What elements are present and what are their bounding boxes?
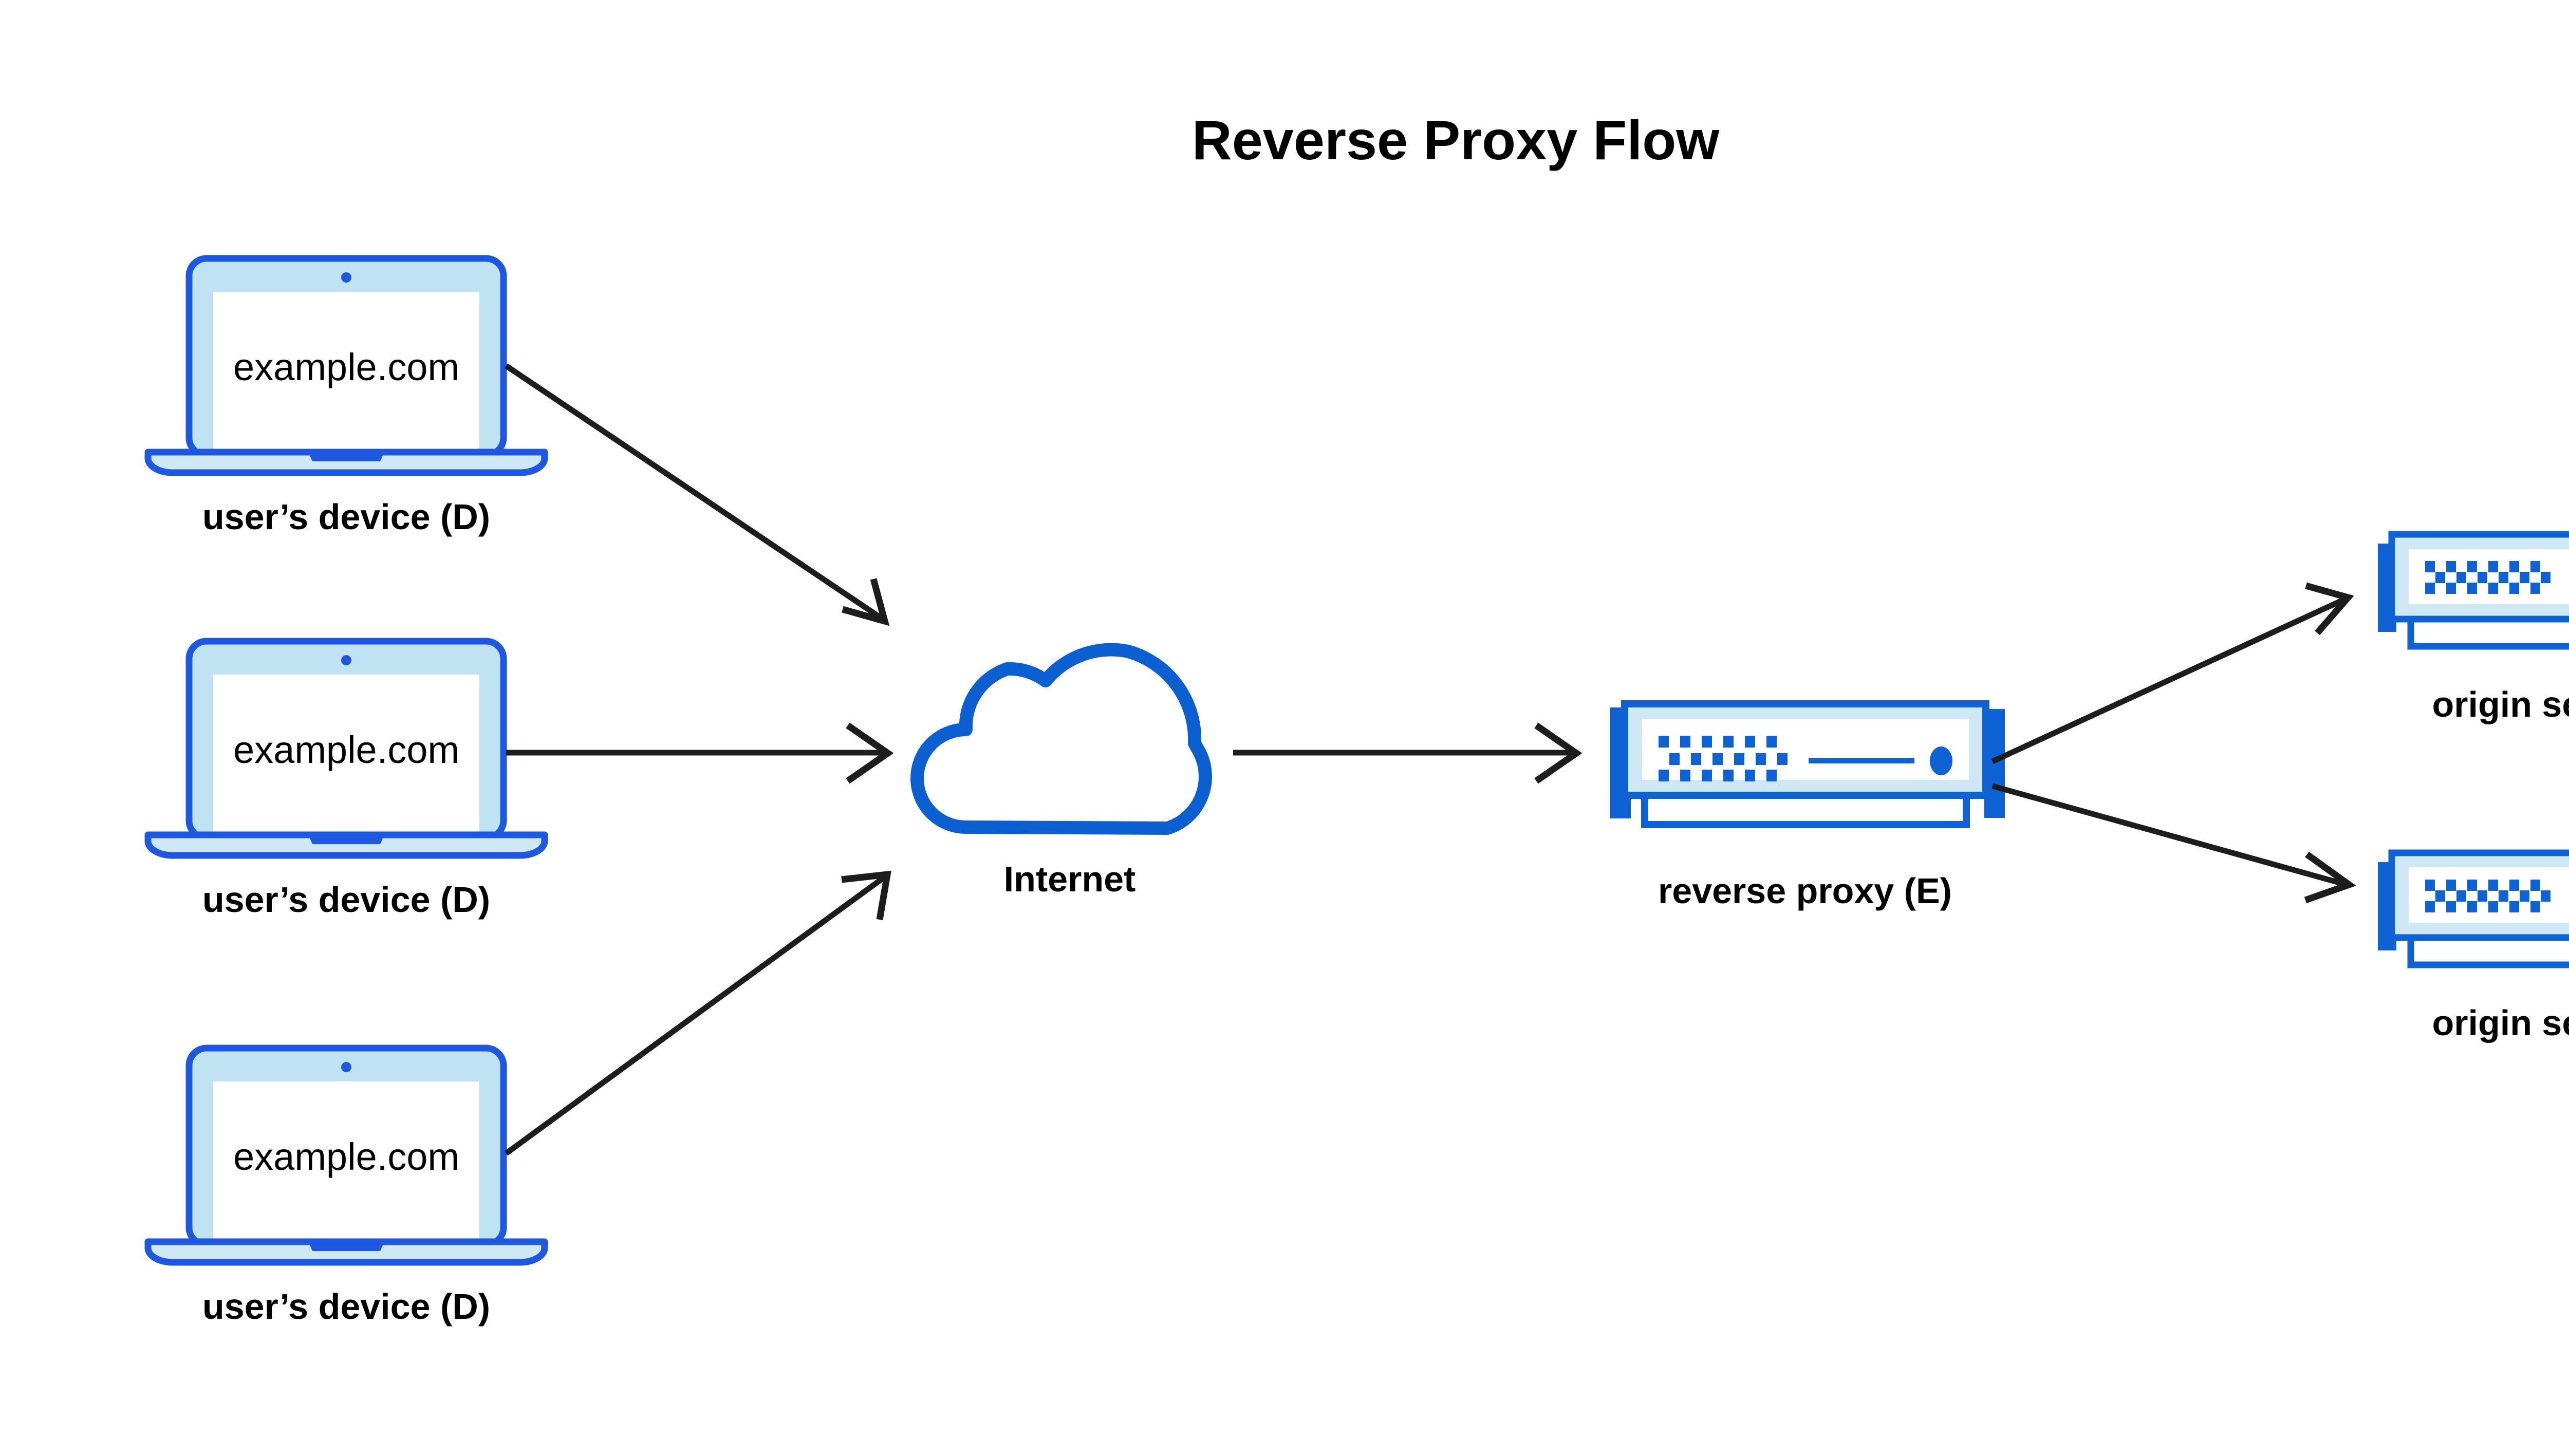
laptop-screen xyxy=(213,292,479,452)
laptop-base xyxy=(144,449,548,476)
server-shelf xyxy=(2407,938,2569,968)
cloud-shape-icon xyxy=(910,643,1212,835)
server-vent-grid-icon xyxy=(1659,736,1788,781)
server-label-origin-top: origin server (F) xyxy=(2432,684,2569,724)
server-status-led-icon xyxy=(1930,746,1952,775)
laptop-device-bottom[interactable]: example.com user’s device (D) xyxy=(144,1044,548,1327)
edge-internet-to-reverse-proxy xyxy=(1233,722,1583,784)
laptop-device-top[interactable]: example.com user’s device (D) xyxy=(144,255,548,537)
server-vent-grid-icon xyxy=(2425,561,2551,594)
laptop-screen-url: example.com xyxy=(233,729,459,771)
server-vent-grid-icon xyxy=(2425,880,2551,912)
cloud-internet[interactable]: Internet xyxy=(910,643,1212,899)
edge-device-middle-to-internet xyxy=(506,722,894,784)
server-shelf xyxy=(2407,619,2569,650)
server-reverse-proxy[interactable]: reverse proxy (E) xyxy=(1610,700,2005,911)
laptop-camera-icon xyxy=(341,1062,351,1072)
laptop-trackpad-notch xyxy=(308,452,384,461)
laptop-label-middle: user’s device (D) xyxy=(202,880,490,920)
diagram-title: Reverse Proxy Flow xyxy=(1192,109,1720,171)
server-origin-top[interactable]: origin server (F) xyxy=(2378,531,2569,724)
cloud-label: Internet xyxy=(1004,859,1136,899)
laptop-base xyxy=(144,1238,548,1266)
server-shelf xyxy=(1641,795,1970,828)
laptop-screen xyxy=(213,1081,479,1242)
edge-device-top-to-internet xyxy=(504,363,890,626)
laptop-base xyxy=(144,831,548,859)
laptop-screen-url: example.com xyxy=(233,346,459,388)
server-origin-bottom[interactable]: origin server (F) xyxy=(2378,849,2569,1043)
laptop-camera-icon xyxy=(341,272,351,283)
edge-reverse-proxy-to-origin-bottom xyxy=(1991,783,2356,904)
laptop-camera-icon xyxy=(341,655,351,665)
laptop-trackpad-notch xyxy=(308,835,384,844)
laptop-screen-url: example.com xyxy=(233,1135,459,1178)
laptop-trackpad-notch xyxy=(308,1242,384,1251)
laptop-device-middle[interactable]: example.com user’s device (D) xyxy=(144,638,548,920)
edge-device-bottom-to-internet xyxy=(504,870,891,1156)
server-front-panel xyxy=(1642,719,1969,780)
server-label-reverse-proxy: reverse proxy (E) xyxy=(1658,871,1952,911)
laptop-screen xyxy=(213,675,479,835)
server-label-origin-bottom: origin server (F) xyxy=(2432,1003,2569,1043)
server-status-line-icon xyxy=(1809,758,1914,763)
laptop-label-bottom: user’s device (D) xyxy=(202,1286,490,1327)
laptop-label-top: user’s device (D) xyxy=(202,497,490,537)
edge-reverse-proxy-to-origin-top xyxy=(1991,582,2354,764)
